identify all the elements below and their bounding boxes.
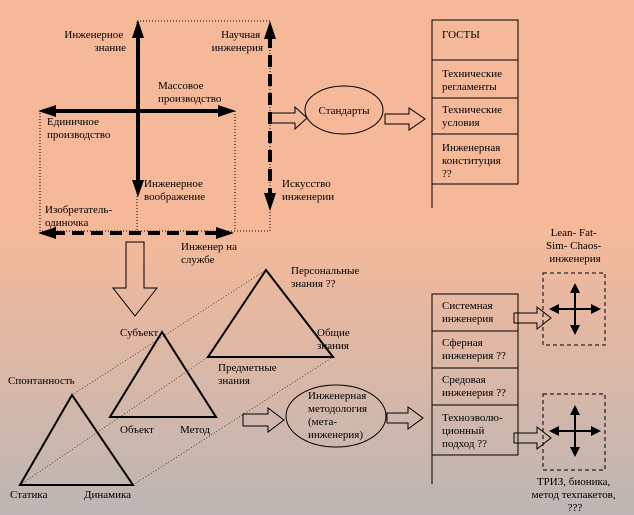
- engineer-label: Инженер на службе: [181, 241, 240, 266]
- column-item-conditions: Технические условия: [442, 104, 505, 129]
- axis-label-down: Инженерное воображение: [144, 178, 206, 203]
- hollow-down-arrow-icon: [111, 241, 159, 317]
- hollow-arrow-icon: [242, 407, 285, 433]
- hollow-arrow-icon: [513, 425, 552, 451]
- dynamics-label: Динамика: [84, 489, 131, 501]
- column-item-techno-evolution: Техноэволю- ционный подход ??: [442, 412, 505, 450]
- triangle-large: [18, 393, 135, 486]
- hollow-arrow-icon: [384, 107, 426, 131]
- lean-label: Lean- Fat- Sim- Chaos- инженерия: [546, 227, 604, 265]
- triz-label: ТРИЗ, бионика, метод техпакетов, ???: [532, 476, 619, 514]
- column-cell: [431, 404, 519, 456]
- column-item-systems: Системная инженерия: [442, 300, 495, 325]
- axis-label-right: Массовое производство: [158, 80, 222, 105]
- column-item-sphere: Сферная инженерия ??: [442, 337, 506, 362]
- triz-methods-box: [542, 393, 606, 471]
- subject-knowledge-label: Предметные знания: [218, 362, 279, 387]
- object-label: Объект: [120, 424, 154, 436]
- column-item-regulations: Технические регламенты: [442, 68, 505, 93]
- arrowhead-down-icon: [132, 180, 144, 197]
- arrowhead-right-icon: [218, 105, 236, 117]
- arrowhead-up-icon: [264, 21, 276, 39]
- column-item-constitution: Инженерная конституция ??: [442, 142, 504, 180]
- arrowhead-left-icon: [38, 227, 56, 239]
- arrowhead-down-icon: [264, 193, 276, 211]
- projection-lines: [19, 269, 334, 486]
- meta-engineering-ellipse: [285, 384, 387, 448]
- quadrant-diagram: Инженерное знание Инженерное воображение…: [38, 20, 334, 266]
- axis-label-left: Единичное производство: [47, 116, 111, 141]
- spontaneity-label: Спонтанность: [8, 375, 75, 387]
- science-label: Научная инженерия: [212, 29, 263, 54]
- arrowhead-left-icon: [38, 105, 56, 117]
- top-standards-column: ГОСТЫ Технические регламенты Технические…: [431, 19, 519, 208]
- hollow-arrow-icon: [513, 305, 552, 331]
- bottom-engineering-column: Системная инженерия Сферная инженерия ??…: [431, 293, 519, 484]
- four-way-arrows-icon: [549, 283, 601, 335]
- standards-label: Стандарты: [319, 105, 371, 117]
- personal-knowledge-label: Персональные знания ??: [291, 265, 362, 290]
- column-cell: [431, 133, 519, 185]
- art-label: Искусство инженерии: [282, 178, 334, 203]
- meta-engineering-label: Инженерная методология (мета- инженерия): [308, 390, 370, 441]
- column-item-environment: Средовая инженерия ??: [442, 374, 506, 399]
- subject-label: Субъект: [120, 327, 159, 339]
- four-way-arrows-icon: [549, 405, 601, 457]
- axis-label-up: Инженерное знание: [64, 29, 126, 54]
- general-knowledge-label: Общие знания: [317, 327, 353, 352]
- quadrant-dotted-frame-top: [136, 20, 271, 232]
- column-item-gost: ГОСТЫ: [442, 29, 480, 41]
- method-label: Метод: [180, 424, 210, 436]
- statics-label: Статика: [10, 489, 48, 501]
- triangle-small: [206, 268, 336, 358]
- standards-ellipse: [304, 85, 384, 135]
- inventor-label: Изобретатель- одиночка: [45, 204, 115, 229]
- arrowhead-right-icon: [216, 227, 234, 239]
- hollow-arrow-icon: [269, 105, 308, 131]
- hollow-arrow-icon: [386, 406, 424, 430]
- arrowhead-up-icon: [132, 20, 144, 38]
- triangle-middle: [108, 330, 218, 418]
- lean-methods-box: [542, 272, 606, 346]
- quadrant-dotted-frame-left: [39, 110, 236, 232]
